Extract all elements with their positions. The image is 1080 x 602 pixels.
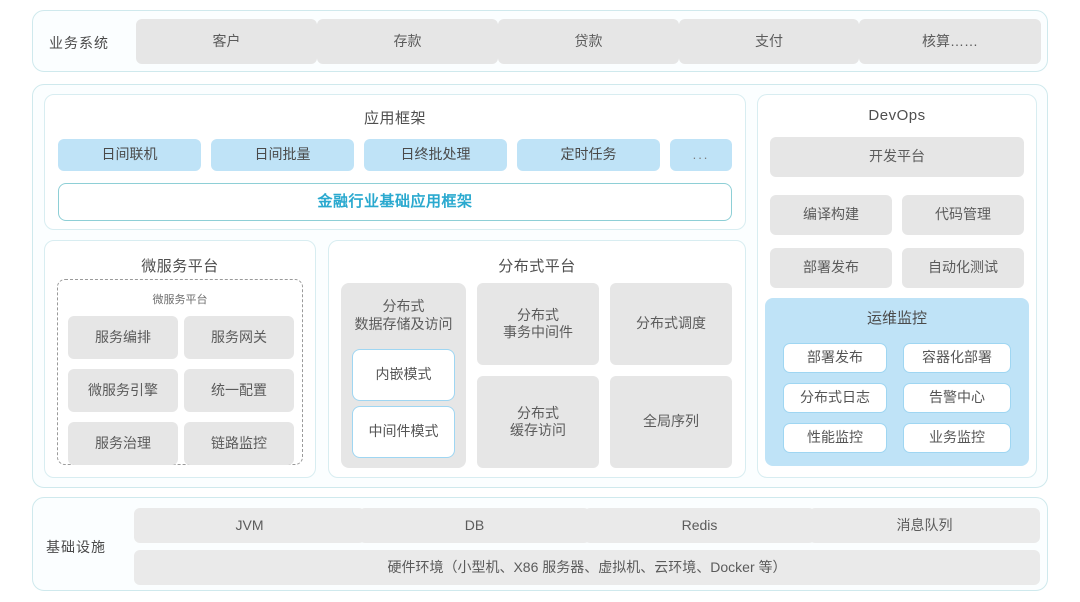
app-framework-chip-more[interactable]: ... [670,139,732,171]
ops-chip-performance-monitor[interactable]: 性能监控 [783,423,887,453]
microservice-inner-title: 微服务平台 [152,294,208,306]
app-framework-base-bar[interactable]: 金融行业基础应用框架 [58,183,732,221]
microservice-chip-orchestration[interactable]: 服务编排 [68,316,178,359]
microservice-chip-config[interactable]: 统一配置 [184,369,294,412]
ops-chip-deploy-release[interactable]: 部署发布 [783,343,887,373]
ops-chip-containerized-deploy[interactable]: 容器化部署 [903,343,1011,373]
app-framework-chip-eodbatch[interactable]: 日终批处理 [364,139,507,171]
microservice-chip-gateway[interactable]: 服务网关 [184,316,294,359]
infrastructure-chip-db[interactable]: DB [359,508,590,543]
distributed-storage-mode-embedded[interactable]: 内嵌模式 [352,349,455,401]
app-framework-chip-scheduled[interactable]: 定时任务 [517,139,660,171]
business-chip-payment[interactable]: 支付 [679,19,859,64]
distributed-storage-column-title: 分布式 数据存储及访问 [354,298,453,333]
devops-chip-code-management[interactable]: 代码管理 [902,195,1024,235]
ops-chip-distributed-log[interactable]: 分布式日志 [783,383,887,413]
microservice-chip-tracing[interactable]: 链路监控 [184,422,294,465]
business-system-label: 业务系统 [49,35,109,51]
devops-chip-build[interactable]: 编译构建 [770,195,892,235]
distributed-storage-mode-middleware[interactable]: 中间件模式 [352,406,455,458]
devops-chip-dev-platform[interactable]: 开发平台 [770,137,1024,177]
business-chip-customer[interactable]: 客户 [136,19,317,64]
ops-monitor-title: 运维监控 [866,310,927,327]
app-framework-title: 应用框架 [363,110,426,127]
distributed-chip-global-sequence[interactable]: 全局序列 [610,376,732,468]
distributed-platform-title: 分布式平台 [498,258,576,275]
ops-chip-business-monitor[interactable]: 业务监控 [903,423,1011,453]
ops-chip-alert-center[interactable]: 告警中心 [903,383,1011,413]
microservice-platform-title: 微服务平台 [141,258,219,275]
infrastructure-chip-hardware-environment[interactable]: 硬件环境（小型机、X86 服务器、虚拟机、云环境、Docker 等） [134,550,1040,585]
app-framework-chip-daybatch[interactable]: 日间批量 [211,139,354,171]
devops-chip-deploy-release[interactable]: 部署发布 [770,248,892,288]
distributed-chip-scheduling[interactable]: 分布式调度 [610,283,732,365]
business-chip-loan[interactable]: 贷款 [498,19,679,64]
app-framework-chip-online[interactable]: 日间联机 [58,139,201,171]
microservice-chip-engine[interactable]: 微服务引擎 [68,369,178,412]
devops-title: DevOps [868,107,926,124]
distributed-chip-transaction-middleware[interactable]: 分布式 事务中间件 [477,283,599,365]
infrastructure-chip-redis[interactable]: Redis [584,508,815,543]
microservice-inner-dashed-box [57,279,303,465]
infrastructure-chip-jvm[interactable]: JVM [134,508,365,543]
devops-chip-auto-test[interactable]: 自动化测试 [902,248,1024,288]
business-chip-accounting[interactable]: 核算…… [859,19,1041,64]
distributed-chip-cache-access[interactable]: 分布式 缓存访问 [477,376,599,468]
microservice-chip-governance[interactable]: 服务治理 [68,422,178,465]
infrastructure-label: 基础设施 [46,539,106,555]
business-chip-deposit[interactable]: 存款 [317,19,498,64]
infrastructure-chip-message-queue[interactable]: 消息队列 [809,508,1040,543]
